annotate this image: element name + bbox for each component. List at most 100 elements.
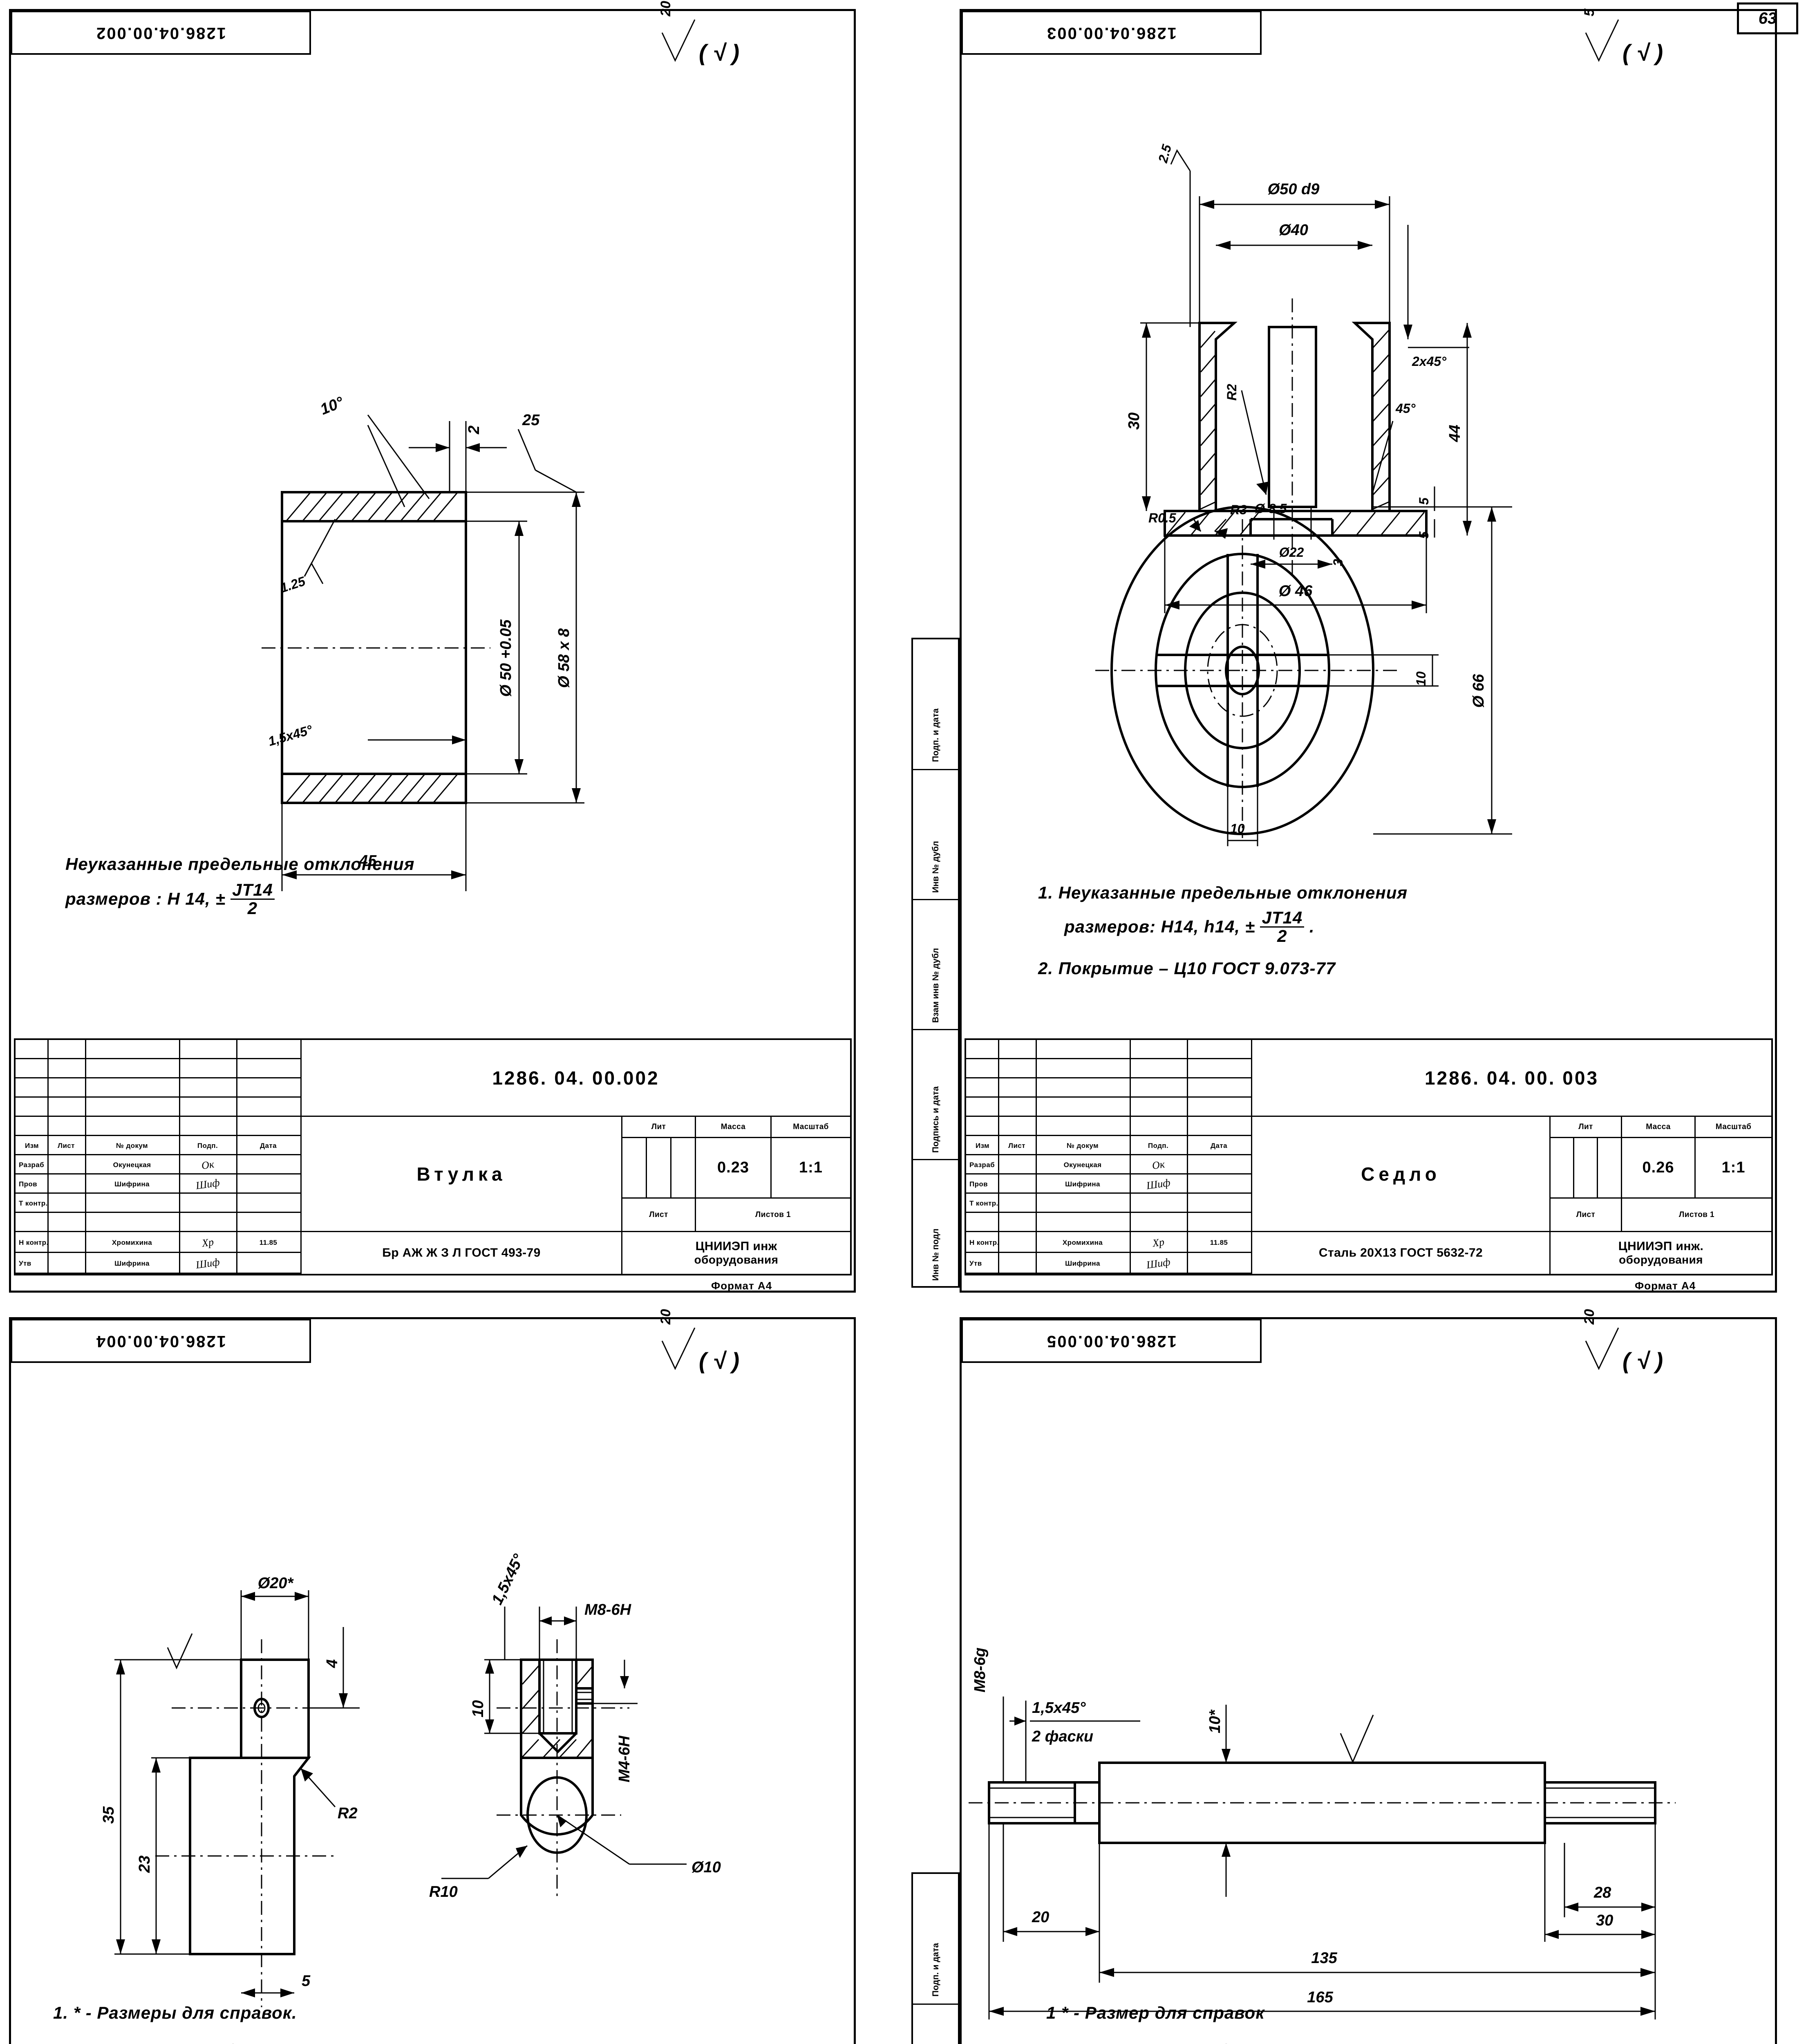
sedlo-side-column: Подп. и дата Инв № дубл Взам инв № дубл … xyxy=(911,638,960,1288)
sedlo-code-tag: 1286.04.00.003 xyxy=(1046,24,1177,42)
seryga-finish-value: 20 xyxy=(658,1309,674,1325)
sedlo-note-1-line2-pre: размеров: Н14, h14, ± xyxy=(1064,917,1255,936)
tb2-label-listov: Листов 1 xyxy=(1679,1210,1714,1219)
svg-text:4: 4 xyxy=(324,1659,341,1668)
sedlo-code-tag-box: 1286.04.00.003 xyxy=(961,11,1262,55)
svg-text:10: 10 xyxy=(1414,671,1428,686)
tb2-label-podp: Подп. xyxy=(1148,1141,1169,1150)
sedlo-note-2-text: Покрытие – Ц10 ГОСТ 9.073-77 xyxy=(1058,959,1336,978)
svg-text:10: 10 xyxy=(1230,821,1245,836)
sedlo-note-1-text: Неуказанные предельные отклонения xyxy=(1058,883,1408,902)
svg-text:2: 2 xyxy=(465,426,483,435)
sedlo-title-block: Изм Лист № докум Подп. Дата Разраб Окуне… xyxy=(965,1038,1773,1275)
svg-text:Ø22: Ø22 xyxy=(1279,545,1304,560)
tb2-masshtab-value: 1:1 xyxy=(1721,1159,1746,1176)
sedlo-notes: 1. Неуказанные предельные отклонения раз… xyxy=(1038,883,1774,978)
tb1-material: Бр АЖ Ж З Л ГОСТ 493-79 xyxy=(382,1246,541,1260)
tb1-part-name: Втулка xyxy=(416,1163,506,1185)
tb1-nkontr-signature: Хр xyxy=(201,1235,215,1249)
drawing-shtok: Подп. и дата Инв № дубл Взам инв № дубл … xyxy=(903,1308,1806,2044)
tb2-label-razrab: Разраб xyxy=(969,1161,995,1169)
tb1-label-list-s: Лист xyxy=(649,1210,668,1219)
svg-text:10°: 10° xyxy=(318,394,347,419)
vtulka-finish-value: 20 xyxy=(658,1,674,16)
shtok-notes: 1 * - Размер для справок 2. Неуказанные … xyxy=(1046,2003,1782,2044)
shtok-note-2-num: 2. xyxy=(1046,2041,1061,2044)
svg-text:Ø50 d9: Ø50 d9 xyxy=(1268,181,1320,198)
shtok-code-tag: 1286.04.00.005 xyxy=(1046,1332,1177,1350)
seryga-note-2-text: Неуказанные предельные отклонения xyxy=(74,2041,423,2044)
tb1-label-utv: Утв xyxy=(19,1259,31,1267)
corner-mark-text: 63 xyxy=(1758,9,1777,27)
tb1-part-number: 1286. 04. 00.002 xyxy=(492,1067,660,1089)
svg-text:35: 35 xyxy=(100,1806,117,1824)
svg-text:1,5х45°: 1,5х45° xyxy=(488,1551,528,1607)
tb1-nkontr-date: 11.85 xyxy=(259,1238,278,1246)
shtok-frame xyxy=(960,1317,1777,2044)
tb2-nkontr-date: 11.85 xyxy=(1210,1238,1228,1246)
sedlo-side-label-4: Инв № подл xyxy=(931,1228,940,1281)
svg-text:30: 30 xyxy=(1126,412,1143,430)
tb2-label-ndokum: № докум xyxy=(1067,1141,1099,1150)
tb1-masshtab-value: 1:1 xyxy=(799,1159,823,1176)
tb2-utv-name: Шифрина xyxy=(1065,1259,1100,1267)
svg-text:5: 5 xyxy=(302,1972,311,1990)
tb1-massa-value: 0.23 xyxy=(717,1159,749,1176)
svg-text:Ø40: Ø40 xyxy=(1279,222,1308,239)
vtulka-notes: Неуказанные предельные отклонения размер… xyxy=(65,854,801,917)
tb2-nkontr-name: Хромихина xyxy=(1062,1238,1103,1246)
svg-text:25: 25 xyxy=(522,412,540,429)
tb2-label-list: Лист xyxy=(1008,1141,1025,1150)
sedlo-note-fraction: JT14 2 xyxy=(1260,909,1305,946)
tb2-label-massa: Масса xyxy=(1646,1122,1671,1131)
sedlo-note-1-line1: 1. Неуказанные предельные отклонения xyxy=(1038,883,1774,903)
tb2-part-number: 1286. 04. 00. 003 xyxy=(1424,1067,1599,1089)
tb2-massa-value: 0.26 xyxy=(1642,1159,1674,1176)
vtulka-code-tag-box: 1286.04.00.002 xyxy=(11,11,311,55)
sedlo-note-1-line2-post: . xyxy=(1309,917,1315,936)
sedlo-note-frac-den: 2 xyxy=(1277,926,1287,946)
svg-text:10: 10 xyxy=(470,1700,487,1717)
tb1-label-podp: Подп. xyxy=(197,1141,218,1150)
tb1-label-lit: Лит xyxy=(651,1122,666,1131)
svg-text:5: 5 xyxy=(1417,497,1431,505)
tb2-org-line1: ЦНИИЭП инж. xyxy=(1618,1239,1704,1253)
tb2-label-nkontr: Н контр. xyxy=(969,1238,999,1246)
svg-text:R2: R2 xyxy=(338,1805,358,1822)
tb2-label-izm: Изм xyxy=(975,1141,990,1150)
tb2-razrab-name: Окунецкая xyxy=(1063,1161,1102,1169)
vtulka-note-fraction: JT14 2 xyxy=(231,881,275,917)
tb1-org-line1: ЦНИИЭП инж xyxy=(695,1239,777,1253)
shtok-side-column: Подп. и дата Инв № дубл Взам инв № дубл … xyxy=(911,1872,960,2044)
svg-text:45: 45 xyxy=(359,852,377,870)
tb2-label-lit: Лит xyxy=(1578,1122,1593,1131)
vtulka-frame xyxy=(9,9,856,1293)
sedlo-section-view: 30 44 5 5 Ø50 d9 Ø40 2.5 xyxy=(1126,142,1472,613)
seryga-side-view: М8-6Н 1,5х45° 10 М4-6Н R10 Ø10 xyxy=(429,1551,721,1901)
svg-text:2 фаски: 2 фаски xyxy=(1032,1728,1093,1745)
svg-text:1,5х45°: 1,5х45° xyxy=(266,722,314,749)
sedlo-side-label-0: Подп. и дата xyxy=(931,708,940,762)
sedlo-note-frac-num: JT14 xyxy=(1260,909,1305,928)
tb1-prov-name: Шифрина xyxy=(114,1180,150,1188)
svg-text:44: 44 xyxy=(1446,425,1464,442)
sedlo-note-1-num: 1. xyxy=(1038,883,1054,902)
vtulka-section-view: 45 Ø 50 +0.05 Ø 58 х 8 2 25 xyxy=(262,394,584,891)
tb2-label-prov: Пров xyxy=(969,1180,988,1188)
tb1-label-razrab: Разраб xyxy=(19,1161,44,1169)
svg-text:R2: R2 xyxy=(1224,384,1239,401)
svg-text:10*: 10* xyxy=(1206,1709,1224,1733)
svg-text:R0.5: R0.5 xyxy=(1148,511,1177,525)
vtulka-note-line1: Неуказанные предельные отклонения xyxy=(65,854,415,874)
svg-text:R3: R3 xyxy=(1230,502,1247,517)
svg-text:R10: R10 xyxy=(429,1883,458,1901)
shtok-note-1-text: * - Размер для справок xyxy=(1061,2003,1265,2022)
tb1-label-massa: Масса xyxy=(721,1122,746,1131)
seryga-note-1: 1. * - Размеры для справок. xyxy=(53,2003,830,2023)
svg-text:М8-6Н: М8-6Н xyxy=(584,1601,632,1618)
svg-text:( √ ): ( √ ) xyxy=(699,1348,739,1374)
seryga-code-tag: 1286.04.00.004 xyxy=(95,1332,226,1350)
svg-text:Ø20*: Ø20* xyxy=(258,1575,294,1592)
svg-text:Ø 58 х 8: Ø 58 х 8 xyxy=(555,628,573,688)
